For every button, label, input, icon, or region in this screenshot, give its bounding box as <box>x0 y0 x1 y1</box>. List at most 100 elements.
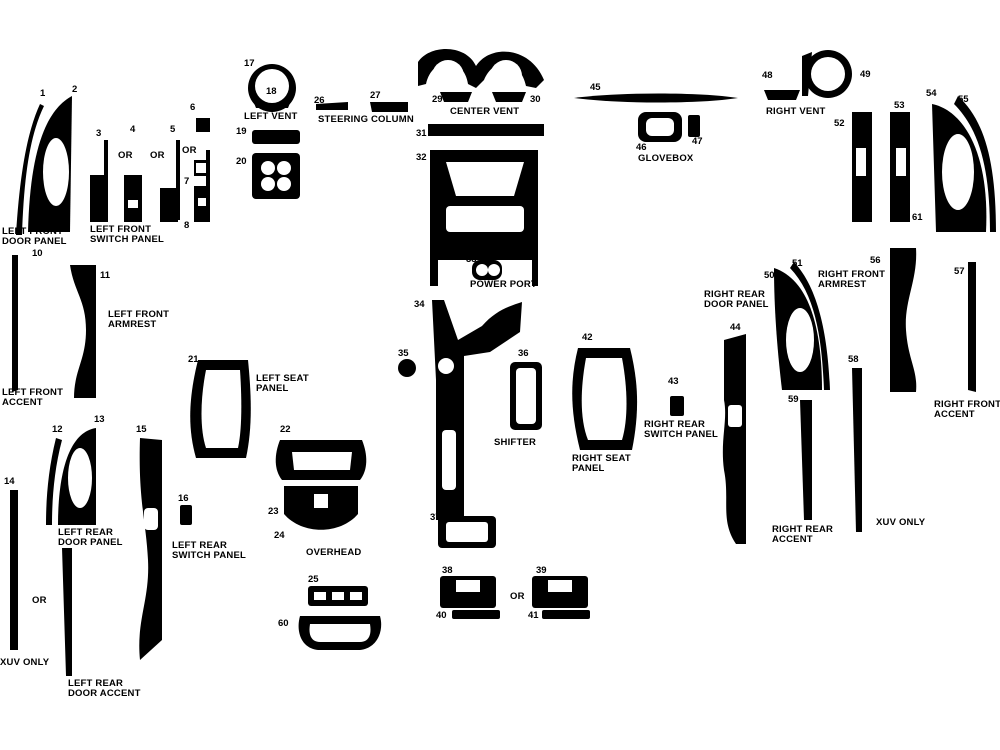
part-15-door-accent <box>139 438 162 660</box>
label-power-port: POWER PORT <box>470 279 537 290</box>
part-5-strip <box>176 140 180 220</box>
part-52-window <box>856 148 866 176</box>
part-43-switch <box>670 396 684 416</box>
part-8-switch-hole <box>198 198 206 206</box>
label-right-seat-panel: RIGHT SEAT PANEL <box>572 453 631 474</box>
part-number-37: 37 <box>430 512 441 523</box>
part-number-60: 60 <box>278 618 289 629</box>
part-number-20: 20 <box>236 156 247 167</box>
part-26-steering <box>316 102 348 110</box>
part-number-56: 56 <box>870 255 881 266</box>
part-number-61: 61 <box>912 212 923 223</box>
part-number-13: 13 <box>94 414 105 425</box>
part-20-knob-c <box>261 177 275 191</box>
label-glovebox: GLOVEBOX <box>638 153 694 164</box>
part-15b-strip <box>62 548 72 676</box>
part-38-window <box>456 580 480 592</box>
part-25-btn-a <box>314 592 326 600</box>
part-number-8: 8 <box>184 220 190 231</box>
part-number-57: 57 <box>954 266 965 277</box>
part-45-dash-strip <box>574 93 738 103</box>
part-number-21: 21 <box>188 354 199 365</box>
part-number-16: 16 <box>178 493 189 504</box>
part-number-4: 4 <box>130 124 136 135</box>
part-number-45: 45 <box>590 82 601 93</box>
part-number-22: 22 <box>280 424 291 435</box>
part-17-vent-hole <box>255 69 289 103</box>
label-left-front-accent: LEFT FRONT ACCENT <box>2 387 64 408</box>
part-number-27: 27 <box>370 90 381 101</box>
part-32-window-mid <box>446 206 524 232</box>
part-32-window-top <box>446 162 524 196</box>
label-or-3: OR <box>182 145 197 156</box>
part-28-hole-a <box>432 60 464 92</box>
part-34-window <box>442 430 456 490</box>
part-number-48: 48 <box>762 70 773 81</box>
part-40-radio-lower <box>452 610 500 619</box>
part-20-knob-a <box>261 161 275 175</box>
label-center-vent: CENTER VENT <box>450 106 520 117</box>
part-15-window <box>144 508 158 530</box>
part-11-armrest <box>70 265 96 398</box>
part-number-23: 23 <box>268 506 279 517</box>
part-number-18: 18 <box>266 86 277 97</box>
label-left-vent: LEFT VENT <box>244 111 298 122</box>
part-number-6: 6 <box>190 102 196 113</box>
part-number-39: 39 <box>536 565 547 576</box>
part-21-window <box>201 370 242 448</box>
label-left-front-switch-panel: LEFT FRONT SWITCH PANEL <box>90 224 164 245</box>
part-20-piece <box>252 153 300 199</box>
part-number-42: 42 <box>582 332 593 343</box>
label-steering-column: STEERING COLUMN <box>318 114 414 125</box>
part-number-50: 50 <box>764 270 775 281</box>
part-number-47: 47 <box>692 136 703 147</box>
part-58-strip <box>852 368 862 532</box>
part-6-piece <box>196 118 210 132</box>
part-number-29: 29 <box>432 94 443 105</box>
part-25-btn-c <box>350 592 362 600</box>
part-5-plate <box>160 188 178 222</box>
part-number-44: 44 <box>730 322 741 333</box>
part-13-window <box>68 448 92 508</box>
part-14-accent <box>10 490 18 650</box>
part-33-hole-a <box>476 264 488 276</box>
part-number-30: 30 <box>530 94 541 105</box>
part-number-19: 19 <box>236 126 247 137</box>
part-number-25: 25 <box>308 574 319 585</box>
label-or-4: OR <box>32 595 47 606</box>
part-12-strip <box>46 438 62 525</box>
label-or-1: OR <box>118 150 133 161</box>
label-right-vent: RIGHT VENT <box>766 106 826 117</box>
label-or-2: OR <box>150 150 165 161</box>
part-50-window <box>786 308 814 372</box>
part-number-26: 26 <box>314 95 325 106</box>
part-49-vent-hole <box>811 57 845 91</box>
part-number-2: 2 <box>72 84 78 95</box>
part-33-hole-b <box>488 264 500 276</box>
part-number-54: 54 <box>926 88 937 99</box>
part-number-31: 31 <box>416 128 427 139</box>
part-30-vent-lower <box>492 92 526 102</box>
part-number-43: 43 <box>668 376 679 387</box>
part-number-28: 28 <box>420 65 431 76</box>
label-left-rear-switch-panel: LEFT REAR SWITCH PANEL <box>172 540 246 561</box>
part-number-49: 49 <box>860 69 871 80</box>
part-54-window <box>942 134 974 210</box>
part-number-52: 52 <box>834 118 845 129</box>
part-34-shifter-hole <box>438 358 454 374</box>
label-right-front-armrest: RIGHT FRONT ARMREST <box>818 269 886 290</box>
part-number-55: 55 <box>958 94 969 105</box>
part-number-10: 10 <box>32 248 43 259</box>
part-28-hole-b <box>490 60 522 92</box>
part-44-window <box>728 405 742 427</box>
label-left-rear-door-accent: LEFT REAR DOOR ACCENT <box>68 678 141 699</box>
part-number-36: 36 <box>518 348 529 359</box>
part-7-window <box>196 163 206 173</box>
part-number-53: 53 <box>894 100 905 111</box>
part-number-38: 38 <box>442 565 453 576</box>
part-46-window <box>646 118 674 136</box>
part-number-11: 11 <box>100 270 111 281</box>
part-48-vent-lower <box>764 90 800 100</box>
part-28-center-vent <box>418 48 544 88</box>
